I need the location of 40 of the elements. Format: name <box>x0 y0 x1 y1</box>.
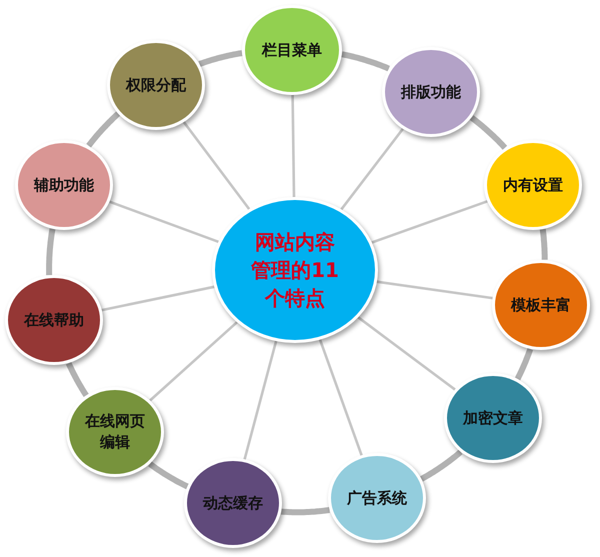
feature-label: 广告系统 <box>346 488 408 508</box>
feature-label: 在线帮助 <box>22 310 85 330</box>
feature-label: 权限分配 <box>124 74 187 96</box>
spoke-line <box>243 340 278 460</box>
feature-label: 加密文章 <box>462 408 524 428</box>
topic-circle <box>444 373 542 463</box>
ring-arc <box>86 111 120 148</box>
spoke-line <box>318 339 363 456</box>
ring-arc <box>420 450 463 482</box>
ring-arc <box>540 227 548 262</box>
ring-arc <box>46 227 56 276</box>
spoke-line <box>102 286 214 312</box>
topic-circle <box>15 140 113 230</box>
ring-arc <box>280 507 331 516</box>
feature-label: 在线网页编辑 <box>84 411 146 453</box>
ring-arc <box>198 50 244 67</box>
ring-arc <box>470 115 508 150</box>
spoke-line <box>340 128 404 210</box>
topic-circle <box>107 40 205 130</box>
topic-circle <box>382 47 480 137</box>
spoke-line <box>376 280 493 300</box>
feature-label: 辅助功能 <box>32 174 95 196</box>
spoke-line <box>357 316 456 391</box>
feature-label: 栏目菜单 <box>260 40 323 60</box>
topic-circle <box>484 140 582 230</box>
ring-arc <box>148 462 190 490</box>
ring-arc <box>66 361 89 398</box>
spoke-line <box>109 200 219 244</box>
feature-label: 排版功能 <box>400 82 462 102</box>
central-title: 网站内容管理的11个特点 <box>250 229 340 312</box>
feature-label: 动态缓存 <box>202 492 264 514</box>
feature-label: 内有设置 <box>502 174 564 196</box>
spoke-line <box>371 200 488 244</box>
topic-circle <box>66 387 164 477</box>
spoke-line <box>291 94 296 198</box>
ring-arc <box>340 51 390 72</box>
feature-label: 模板丰富 <box>510 294 572 316</box>
ring-arc <box>514 347 534 381</box>
spoke-line <box>182 121 250 210</box>
spoke-line <box>149 321 238 402</box>
